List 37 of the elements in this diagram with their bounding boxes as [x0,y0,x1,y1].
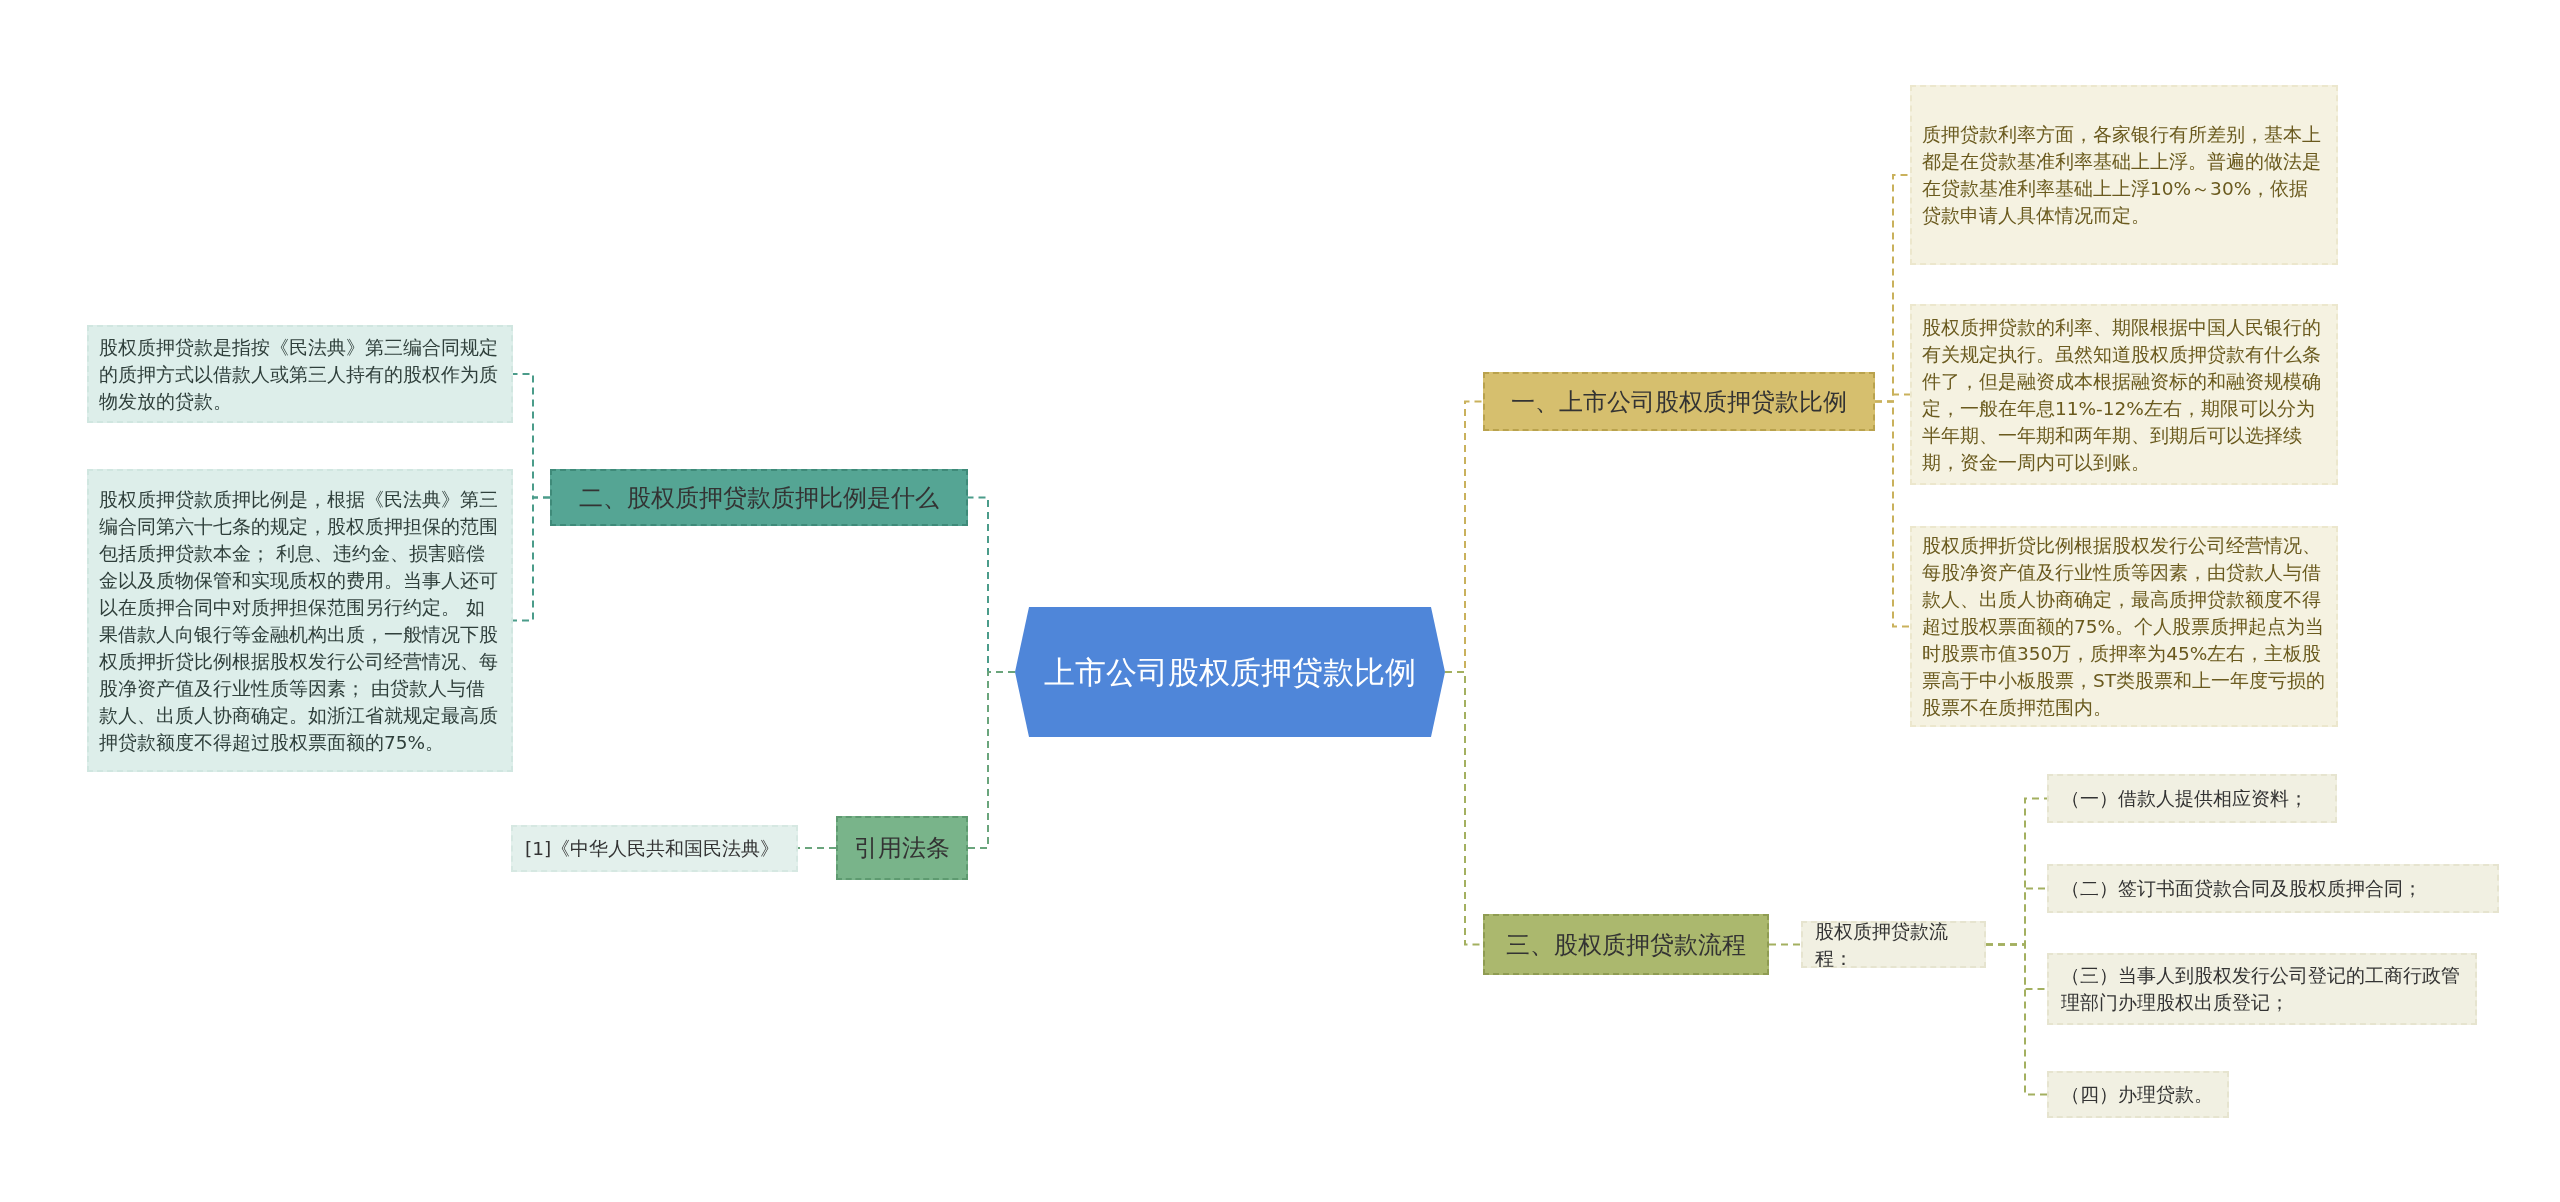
note-text: （三）当事人到股权发行公司登记的工商行政管理部门办理股权出质登记； [2061,964,2461,1015]
note-box [1910,85,2338,265]
topic-box [836,816,968,880]
connector-line [1874,400,1911,628]
note-text: 股权质押贷款质押比例是，根据《民法典》第三编合同第六十七条的规定，股权质押担保的范围包括质押贷款本金； 利息、违约金、损害赔偿金以及质物保管和实现质权的费用。当事人还可以在质押合同中对质押担保范围另行约定。 如果借款人向银行等金融机构出质，一般情况下股权质押折贷比例根据股权发行公司经营情况、每股净资产值及行业性质等因素； 由贷款人与借款人、出质人协商确定。如浙江省就规定最高质押贷款额度不得超过股权票面额的75%。 [99,487,499,755]
step-box [2047,774,2337,823]
topic-box [1483,914,1769,975]
note-box [1910,304,2338,485]
reference-box [511,825,798,872]
note-text: （四）办理贷款。 [2061,1083,2213,1107]
step-box [2047,864,2499,913]
central-topic-text: 上市公司股权质押贷款比例 [1044,653,1416,692]
note-text: 股权质押贷款是指按《民法典》第三编合同规定的质押方式以借款人或第三人持有的股权作为质物发放的贷款。 [99,335,499,414]
topic-box [1483,372,1875,431]
note-text: （二）签订书面贷款合同及股权质押合同； [2061,877,2422,901]
note-text: 质押贷款利率方面，各家银行有所差别，基本上都是在贷款基准利率基础上上浮。普遍的做法是在贷款基准利率基础上上浮10%～30%，依据贷款申请人具体情况而定。 [1922,123,2322,228]
note-box [87,469,513,772]
topic-label: 二、股权质押贷款质押比例是什么 [579,482,939,514]
note-box [87,325,513,423]
topic-label: 一、上市公司股权质押贷款比例 [1511,386,1847,418]
note-text: 股权质押折贷比例根据股权发行公司经营情况、每股净资产值及行业性质等因素，由贷款人与借款人、出质人协商确定，最高质押贷款额度不得超过股权票面额的75%。个人股票质押起点为当时股票市值350万，质押率为45%左右，主板股票高于中小板股票，ST类股票和上一年度亏损的股票不在质押范围内。 [1922,534,2326,720]
connector-line [512,496,551,622]
note-text: 股权质押贷款的利率、期限根据中国人民银行的有关规定执行。虽然知道股权质押贷款有什么条件了，但是融资成本根据融资标的和融资规模确定，一般在年息11%-12%左右，期限可以分为半年期、一年期和两年期、到期后可以选择续期，资金一周内可以到账。 [1922,315,2322,475]
connector-line [1985,943,2048,1096]
connector-line [797,847,837,849]
step-box [2047,953,2477,1025]
note-text: [1]《中华人民共和国民法典》 [525,837,780,861]
connector-line [967,671,1016,849]
note-text: （一）借款人提供相应资料； [2061,787,2308,811]
topic-label: 三、股权质押贷款流程 [1506,929,1746,961]
subtopic-box [1801,921,1986,968]
step-box [2047,1071,2229,1118]
connector-line [1768,943,1802,946]
note-text: 股权质押贷款流程： [1815,919,1949,971]
topic-label: 引用法条 [854,833,950,864]
topic-box [550,469,968,526]
central-topic-hexagon [1015,607,1445,737]
